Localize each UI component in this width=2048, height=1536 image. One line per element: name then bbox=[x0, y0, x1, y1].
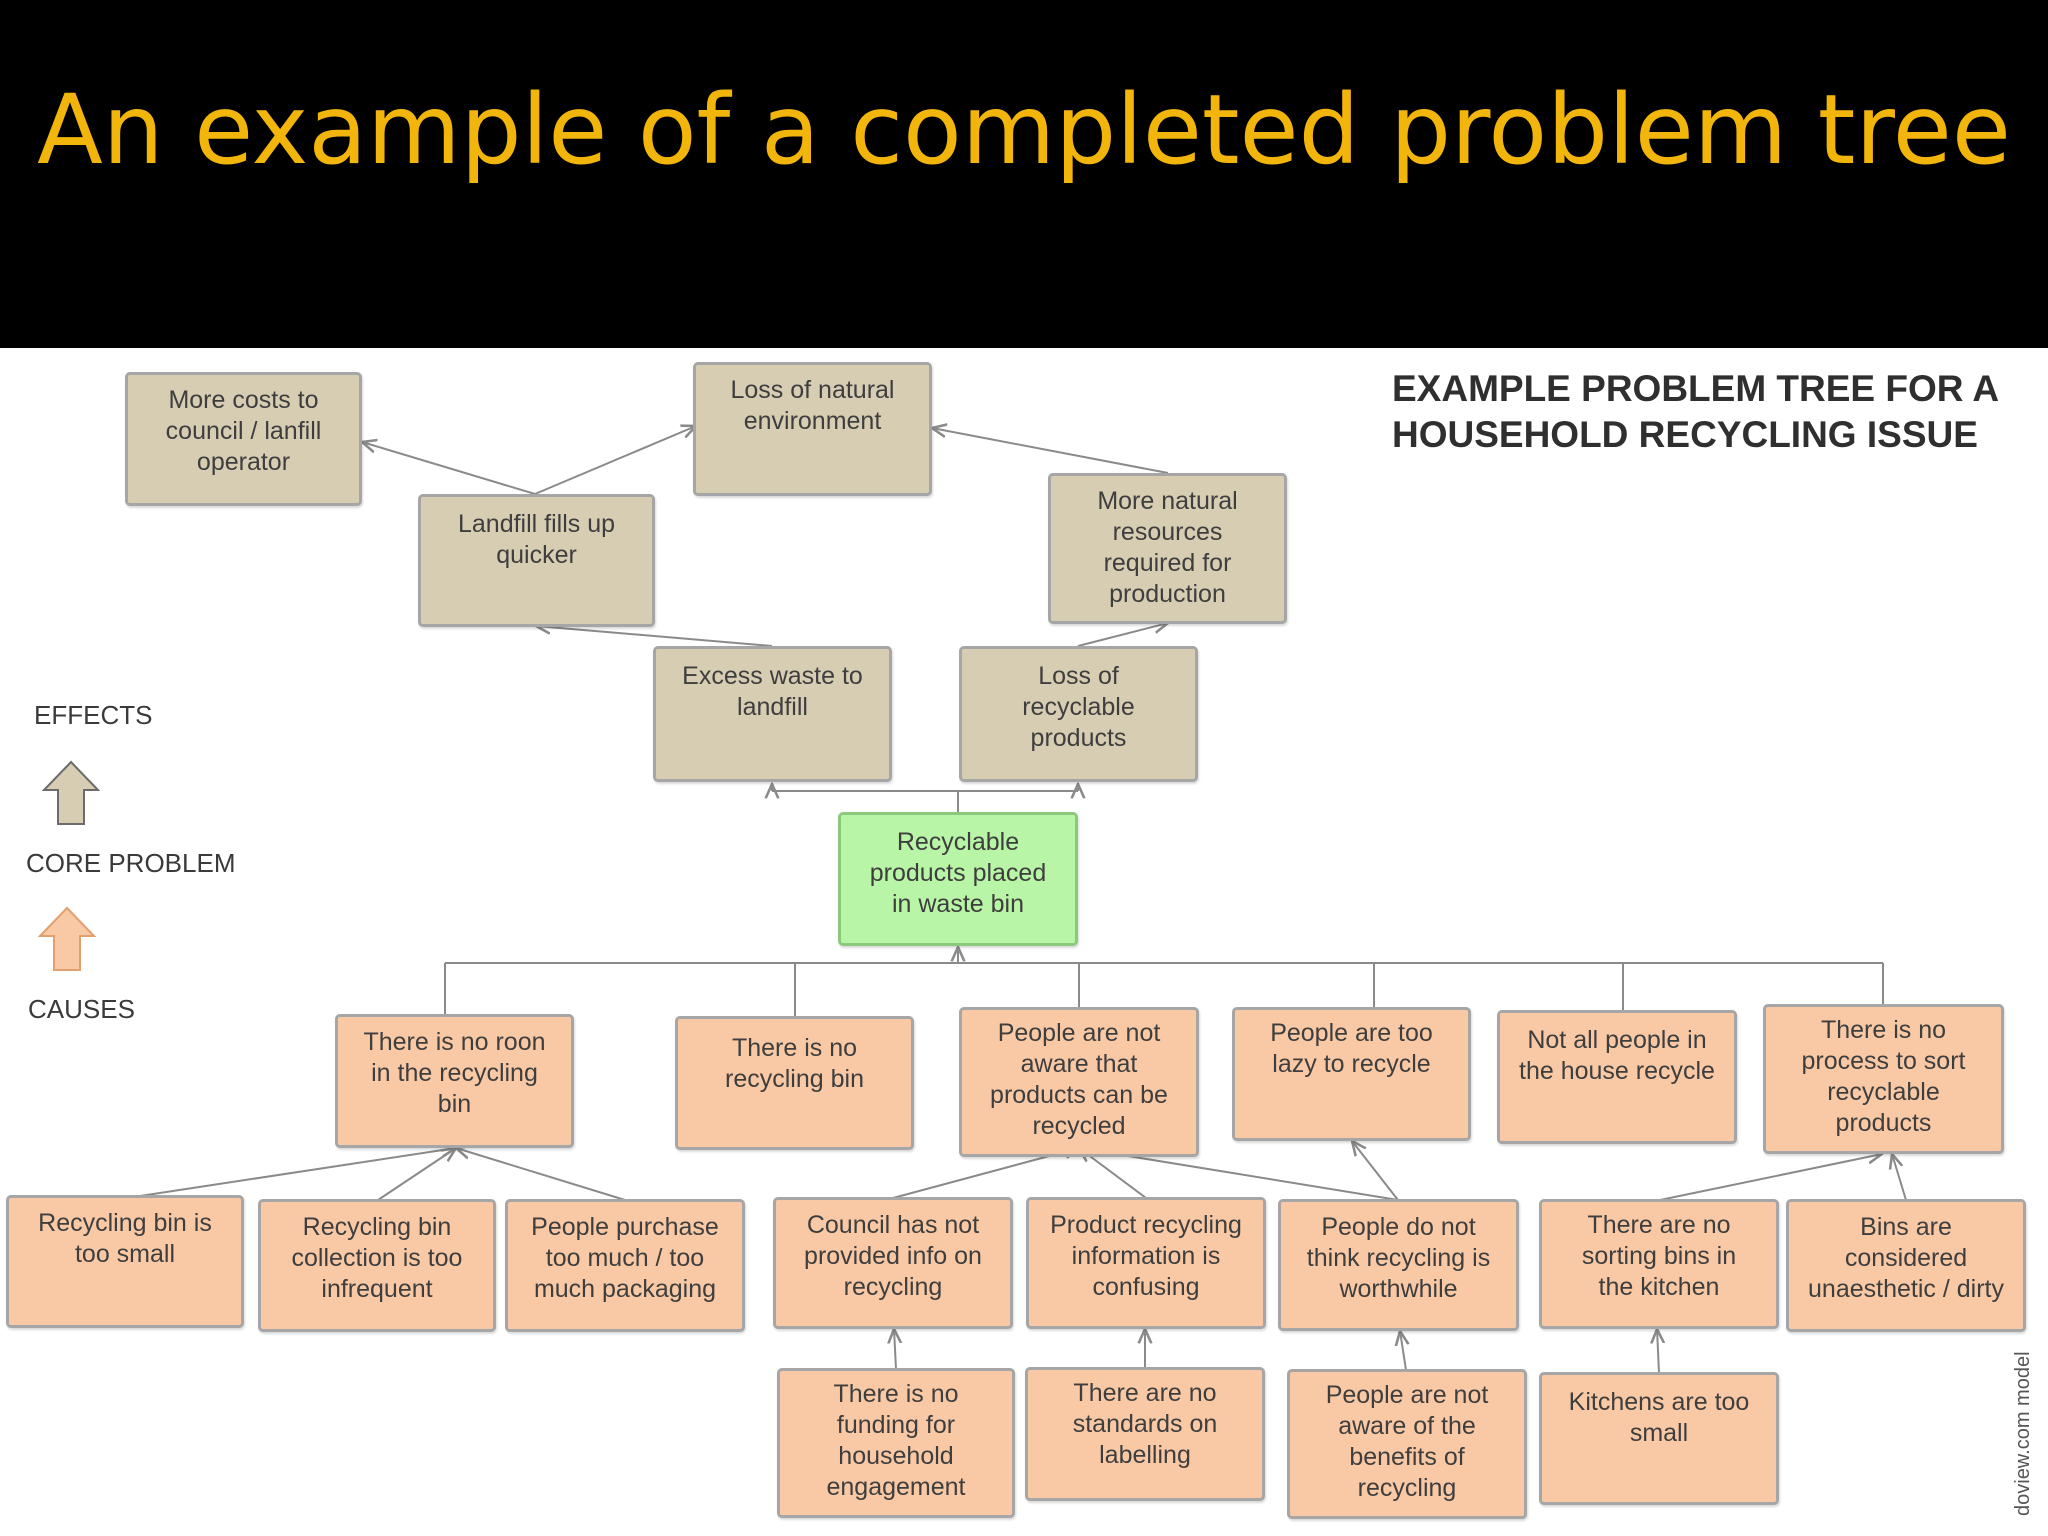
node-label: People are too lazy to recycle bbox=[1270, 1019, 1433, 1078]
cause-node: People purchase too much / too much pack… bbox=[505, 1199, 745, 1332]
node-label: There is no process to sort recyclable p… bbox=[1801, 1016, 1966, 1137]
cause-node: There are no standards on labelling bbox=[1025, 1367, 1265, 1501]
node-label: More costs to council / lanfill operator bbox=[165, 386, 322, 476]
effect-node: Loss of recyclable products bbox=[959, 646, 1198, 782]
link-benefits-to-worthwhile bbox=[1400, 1331, 1406, 1371]
cause-node: Not all people in the house recycle bbox=[1497, 1010, 1737, 1144]
legend-effects-label: EFFECTS bbox=[34, 700, 153, 730]
node-label: Recycling bin collection is too infreque… bbox=[291, 1213, 463, 1303]
link-packaging-to-noroom bbox=[456, 1148, 626, 1201]
node-label: Recyclable products placed in waste bin bbox=[869, 828, 1047, 918]
node-label: There are no sorting bins in the kitchen bbox=[1581, 1211, 1737, 1301]
cause-node: Recycling bin is too small bbox=[6, 1195, 244, 1328]
legend-core-label: CORE PROBLEM bbox=[26, 848, 236, 878]
effect-node: More natural resources required for prod… bbox=[1048, 473, 1287, 624]
cause-node: Product recycling information is confusi… bbox=[1026, 1197, 1266, 1329]
node-label: Excess waste to landfill bbox=[682, 662, 863, 721]
credit-watermark: doview.com model bbox=[2012, 1351, 2034, 1516]
node-label: Bins are considered unaesthetic / dirty bbox=[1808, 1213, 2004, 1303]
node-label: People purchase too much / too much pack… bbox=[531, 1213, 719, 1303]
effects-arrow-icon bbox=[42, 760, 100, 825]
cause-node: There is no funding for household engage… bbox=[777, 1368, 1015, 1518]
slide-title-text: An example of a completed problem tree bbox=[37, 74, 2011, 186]
node-label: Loss of recyclable products bbox=[1022, 662, 1135, 752]
cause-node: Bins are considered unaesthetic / dirty bbox=[1786, 1199, 2026, 1332]
effect-node: More costs to council / lanfill operator bbox=[125, 372, 362, 506]
diagram-title: EXAMPLE PROBLEM TREE FOR A HOUSEHOLD REC… bbox=[1392, 366, 1999, 458]
link-collection-to-noroom bbox=[377, 1148, 456, 1201]
node-label: There is no recycling bin bbox=[725, 1034, 864, 1093]
node-label: People do not think recycling is worthwh… bbox=[1306, 1213, 1491, 1303]
link-binsmall-to-noroom bbox=[139, 1148, 456, 1197]
node-label: There are no standards on labelling bbox=[1072, 1379, 1218, 1469]
problem-tree-diagram: EXAMPLE PROBLEM TREE FOR A HOUSEHOLD REC… bbox=[0, 348, 2048, 1536]
link-resources-to-environment bbox=[932, 428, 1169, 474]
diagram-title-line-2: HOUSEHOLD RECYCLING ISSUE bbox=[1392, 414, 1978, 455]
cause-node: People are not aware that products can b… bbox=[959, 1007, 1199, 1157]
link-landfill-to-costs bbox=[362, 442, 536, 495]
link-landfill-to-environment bbox=[534, 426, 696, 495]
cause-node: There is no process to sort recyclable p… bbox=[1763, 1004, 2004, 1154]
cause-node: People are too lazy to recycle bbox=[1232, 1007, 1471, 1141]
cause-node: People are not aware of the benefits of … bbox=[1287, 1369, 1527, 1519]
effect-node: Landfill fills up quicker bbox=[418, 494, 655, 627]
link-excess-to-landfill bbox=[536, 626, 773, 647]
node-label: Product recycling information is confusi… bbox=[1050, 1211, 1242, 1301]
cause-node: There are no sorting bins in the kitchen bbox=[1539, 1199, 1779, 1329]
link-funding-to-council bbox=[894, 1329, 896, 1370]
node-label: Council has not provided info on recycli… bbox=[804, 1211, 982, 1301]
effect-node: Loss of natural environment bbox=[693, 362, 932, 496]
cause-node: Recycling bin collection is too infreque… bbox=[258, 1199, 496, 1332]
effect-node: Excess waste to landfill bbox=[653, 646, 892, 782]
node-label: More natural resources required for prod… bbox=[1097, 487, 1238, 608]
cause-node: There is no recycling bin bbox=[675, 1016, 914, 1150]
node-label: People are not aware of the benefits of … bbox=[1325, 1381, 1489, 1502]
node-label: Recycling bin is too small bbox=[38, 1209, 212, 1268]
link-unaesthetic-to-noprocess bbox=[1892, 1154, 1907, 1201]
legend-causes-label: CAUSES bbox=[28, 994, 135, 1024]
title-bar: An example of a completed problem tree bbox=[0, 0, 2048, 348]
node-label: There is no roon in the recycling bin bbox=[363, 1028, 546, 1118]
causes-arrow-icon bbox=[38, 906, 96, 971]
core-problem-node: Recyclable products placed in waste bin bbox=[838, 812, 1078, 946]
cause-node: Council has not provided info on recycli… bbox=[773, 1197, 1013, 1329]
link-sorting-to-noprocess bbox=[1659, 1154, 1882, 1201]
link-lossrecyclable-to-resources bbox=[1077, 623, 1168, 647]
diagram-title-line-1: EXAMPLE PROBLEM TREE FOR A bbox=[1392, 368, 2000, 409]
cause-node: There is no roon in the recycling bin bbox=[335, 1014, 574, 1148]
cause-node: Kitchens are too small bbox=[1539, 1372, 1779, 1505]
cause-node: People do not think recycling is worthwh… bbox=[1278, 1199, 1519, 1331]
node-label: There is no funding for household engage… bbox=[826, 1380, 966, 1501]
link-worthwhile-to-lazy bbox=[1352, 1141, 1399, 1201]
node-label: Landfill fills up quicker bbox=[457, 510, 616, 569]
node-label: People are not aware that products can b… bbox=[990, 1019, 1168, 1140]
slide-title: An example of a completed problem tree bbox=[0, 62, 2048, 198]
node-label: Loss of natural environment bbox=[730, 376, 895, 435]
node-label: Not all people in the house recycle bbox=[1519, 1026, 1715, 1085]
node-label: Kitchens are too small bbox=[1568, 1388, 1750, 1447]
link-kitchens-to-sorting bbox=[1657, 1329, 1659, 1374]
